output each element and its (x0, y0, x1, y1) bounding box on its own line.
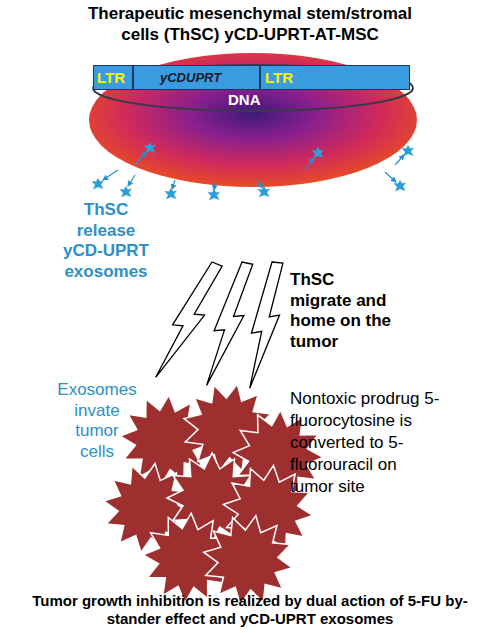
release-arrow (214, 183, 215, 190)
exosome (258, 186, 271, 198)
diagram-caption: Tumor growth inhibition is realized by d… (30, 592, 470, 629)
ltr-label: LTR (261, 69, 293, 86)
release-arrow (385, 172, 396, 182)
exosome (165, 188, 178, 200)
release-arrow (103, 170, 118, 180)
gene-segment: yCDUPRT (133, 65, 260, 90)
dna-label: DNA (228, 91, 261, 108)
exosome (402, 145, 415, 157)
exosome (120, 186, 133, 198)
release-arrow (128, 175, 135, 186)
release-arrow (305, 158, 314, 170)
exosome (208, 189, 221, 201)
release-arrow (172, 180, 175, 189)
ltr-segment: LTR (260, 65, 410, 90)
gene-label: yCDUPRT (134, 70, 221, 85)
lightning-arrows (152, 257, 285, 391)
release-note: ThSC release yCD-UPRT exosomes (58, 200, 154, 283)
exosome (92, 178, 105, 190)
homing-note: ThSC migrate and home on the tumor (290, 270, 394, 353)
exosome (394, 180, 407, 192)
invasion-note: Exosomes invate tumor cells (56, 380, 138, 463)
exosome (312, 147, 325, 159)
ltr-label: LTR (94, 69, 125, 86)
release-arrow (395, 155, 404, 165)
dna-loop (93, 65, 413, 111)
release-arrow (258, 180, 262, 188)
exosome (144, 142, 157, 154)
lightning-arrow (246, 261, 285, 391)
lightning-arrow (203, 259, 255, 390)
cell-body (89, 53, 417, 187)
diagram-title: Therapeutic mesenchymal stem/stromal cel… (70, 4, 430, 45)
prodrug-note: Nontoxic prodrug 5-fluorocytosine is con… (290, 388, 440, 498)
release-arrow (135, 152, 146, 165)
ltr-segment: LTR (93, 65, 133, 90)
exosomes (92, 142, 415, 201)
stem-cell: DNALTRyCDUPRTLTR (88, 52, 418, 188)
release-arrows (103, 152, 404, 190)
